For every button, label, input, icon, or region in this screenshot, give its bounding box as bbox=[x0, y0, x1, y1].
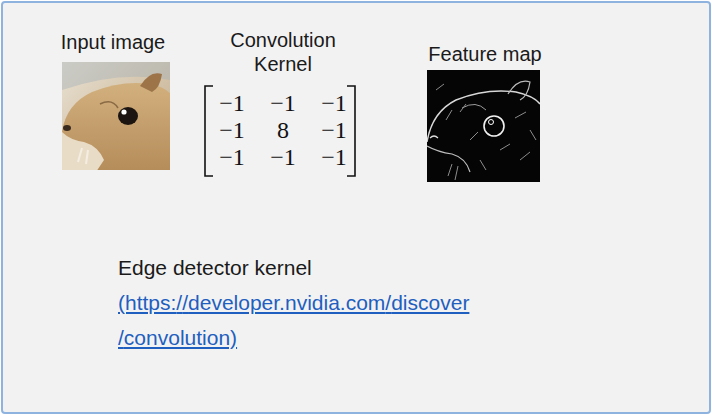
matrix-brackets bbox=[205, 86, 355, 176]
matrix-entry: −1 bbox=[210, 143, 254, 171]
matrix-entry: −1 bbox=[312, 89, 356, 117]
source-link: (https://developer.nvidia.com/discover/c… bbox=[118, 285, 498, 355]
matrix-entry: −1 bbox=[261, 89, 305, 117]
matrix-entry: −1 bbox=[312, 116, 356, 144]
matrix-entry: −1 bbox=[210, 89, 254, 117]
caption-text: Edge detector kernel bbox=[118, 250, 498, 285]
image-label: Feature map bbox=[413, 42, 557, 66]
kernel-label: Convolution Kernel bbox=[218, 28, 348, 76]
matrix-entry: 8 bbox=[261, 116, 305, 144]
matrix-entry: −1 bbox=[210, 116, 254, 144]
input-image bbox=[62, 62, 170, 170]
feature-map-image bbox=[427, 70, 540, 182]
image-label: Input image bbox=[43, 30, 183, 54]
matrix-entry: −1 bbox=[261, 143, 305, 171]
matrix-entry: −1 bbox=[312, 143, 356, 171]
